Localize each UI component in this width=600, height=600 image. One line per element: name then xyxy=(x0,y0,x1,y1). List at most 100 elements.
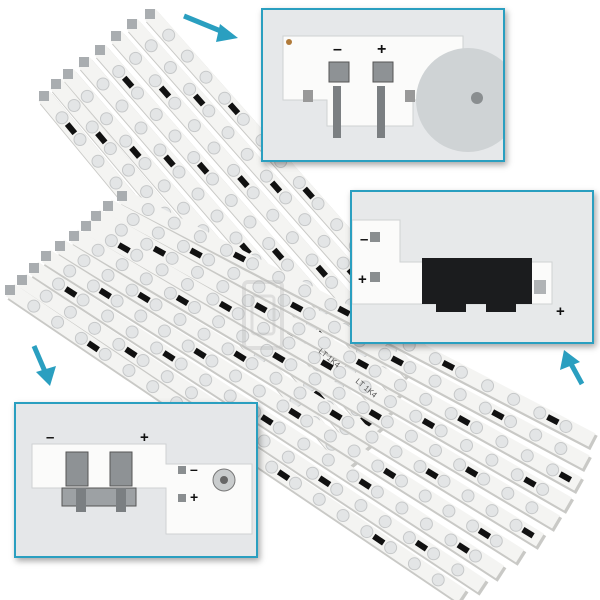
strip-end-connector xyxy=(91,211,101,221)
led-lens xyxy=(146,380,160,394)
led-lens xyxy=(131,86,144,100)
led-strip-marker xyxy=(162,350,176,362)
led-lens xyxy=(292,322,306,336)
led-lens xyxy=(343,350,357,364)
led-strip-marker xyxy=(95,131,108,145)
led-lens xyxy=(284,358,298,372)
led-lens xyxy=(282,336,296,350)
led-lens xyxy=(336,508,350,522)
led-lens xyxy=(428,374,442,388)
polarity-minus: – xyxy=(333,41,342,58)
led-lens xyxy=(74,331,88,345)
led-lens xyxy=(305,253,319,267)
led-lens xyxy=(122,364,136,378)
led-lens xyxy=(160,370,174,384)
led-lens xyxy=(80,89,94,103)
led-lens xyxy=(395,474,408,488)
led-strip-marker xyxy=(137,291,151,304)
strip-end-connector xyxy=(41,251,51,261)
led-lens xyxy=(509,518,523,532)
led-lens xyxy=(267,308,281,322)
strip-end-connector xyxy=(55,241,65,251)
led-lens xyxy=(347,444,361,458)
led-lens xyxy=(202,104,216,118)
led-lens xyxy=(100,112,113,126)
led-strip-marker xyxy=(254,302,268,314)
led-strip-marker xyxy=(289,301,304,313)
led-strip-marker xyxy=(546,414,560,426)
led-lens xyxy=(453,458,467,472)
led-lens xyxy=(525,501,539,515)
led-strip-marker xyxy=(196,161,210,175)
led-lens xyxy=(380,415,394,429)
led-lens xyxy=(130,248,144,262)
led-lens xyxy=(402,531,416,545)
led-lens xyxy=(157,179,171,193)
led-lens xyxy=(138,157,152,170)
led-lens xyxy=(110,294,124,308)
led-lens xyxy=(144,39,158,53)
led-lens xyxy=(336,256,350,270)
strip-end-connector xyxy=(81,221,91,231)
led-lens xyxy=(140,237,154,251)
led-lens xyxy=(210,209,224,223)
led-lens xyxy=(224,194,238,207)
led-lens xyxy=(431,573,445,587)
led-lens xyxy=(218,91,232,105)
strip-end-connector xyxy=(39,91,49,101)
polarity-minus: – xyxy=(360,231,368,248)
led-lens xyxy=(324,297,338,311)
led-lens xyxy=(163,60,177,74)
led-strip-marker xyxy=(64,286,78,298)
led-lens xyxy=(109,176,123,190)
led-lens xyxy=(119,134,133,148)
led-lens xyxy=(311,197,325,211)
led-strip-marker xyxy=(269,180,283,194)
led-lens xyxy=(207,141,221,155)
strip-end-connector xyxy=(111,31,121,41)
led-strip-marker xyxy=(193,347,207,360)
led-lens xyxy=(85,120,99,134)
polarity-minus-2: – xyxy=(190,461,198,477)
led-lens xyxy=(478,401,492,415)
polarity-plus: + xyxy=(140,429,149,446)
led-lens xyxy=(378,347,392,361)
inset-top-connector: – + xyxy=(261,8,505,162)
polarity-plus: + xyxy=(377,41,386,58)
led-strip-marker xyxy=(382,467,397,480)
led-lens xyxy=(403,361,417,375)
led-strip-marker xyxy=(189,247,203,259)
led-lens xyxy=(245,357,259,371)
led-lens xyxy=(236,329,250,343)
strip-end-connector xyxy=(103,201,113,211)
led-strip-marker xyxy=(163,154,176,168)
arrow-icon-top xyxy=(183,13,238,42)
led-lens xyxy=(206,172,219,186)
led-lens xyxy=(115,99,129,113)
led-lens xyxy=(257,434,271,448)
led-lens xyxy=(101,268,115,282)
led-strip-marker xyxy=(232,251,247,263)
led-lens xyxy=(279,191,293,205)
led-lens xyxy=(240,147,254,161)
led-lens xyxy=(86,279,100,293)
led-strip-marker xyxy=(491,409,505,421)
led-lens xyxy=(323,429,337,443)
led-lens xyxy=(252,280,266,294)
led-lens xyxy=(495,435,509,449)
led-lens xyxy=(330,218,344,232)
led-lens xyxy=(98,347,112,361)
strip-end-connector xyxy=(17,275,27,285)
connector-icon xyxy=(303,61,415,138)
led-lens xyxy=(265,460,279,474)
led-lens xyxy=(88,321,102,335)
led-lens xyxy=(139,272,153,286)
led-lens xyxy=(404,429,418,443)
led-lens xyxy=(444,406,458,420)
strip-end-connector xyxy=(51,79,61,89)
led-lens xyxy=(262,237,276,250)
led-strip-marker xyxy=(477,527,492,540)
led-lens xyxy=(243,215,257,229)
led-lens xyxy=(140,185,154,199)
strip-end-connector xyxy=(145,9,155,19)
